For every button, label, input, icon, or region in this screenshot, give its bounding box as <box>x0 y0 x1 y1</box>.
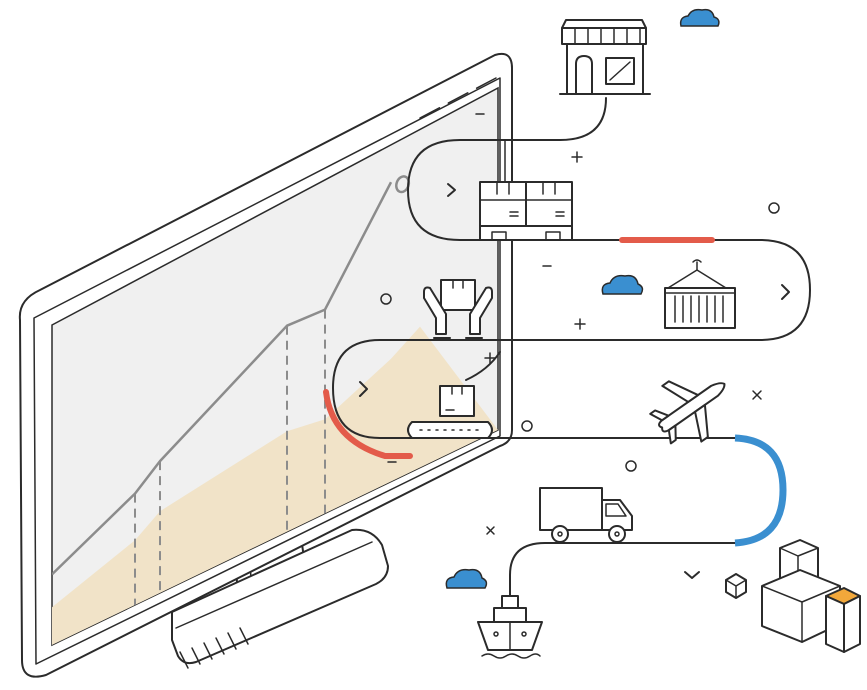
hands-holding-box-icon <box>423 279 493 339</box>
chevron-down-icon <box>684 571 700 579</box>
chevron-right-icon <box>359 381 368 397</box>
airplane-icon <box>649 380 726 445</box>
cloud-icon <box>601 274 644 295</box>
cargo-ship-icon <box>477 595 543 659</box>
isometric-cubes-icon <box>725 539 861 653</box>
stacked-boxes-icon <box>479 139 573 241</box>
shipping-container-icon <box>664 259 736 329</box>
screen-chart <box>52 181 498 645</box>
chart-area <box>52 326 498 645</box>
delivery-truck-icon <box>539 487 633 543</box>
chevron-right-icon <box>781 284 790 300</box>
cloud-icon <box>445 568 488 589</box>
cloud-icon <box>679 8 720 27</box>
chart-dashed-guides <box>134 309 326 605</box>
route-accent-red-curve <box>323 389 413 459</box>
chart-trend-line <box>52 181 393 576</box>
route-accent-blue-curve <box>734 434 787 547</box>
decorative-marks <box>380 113 780 535</box>
monitor-icon <box>18 52 513 678</box>
conveyor-belt-icon <box>407 351 501 439</box>
store-icon <box>559 19 651 95</box>
chevron-right-icon <box>447 183 456 197</box>
